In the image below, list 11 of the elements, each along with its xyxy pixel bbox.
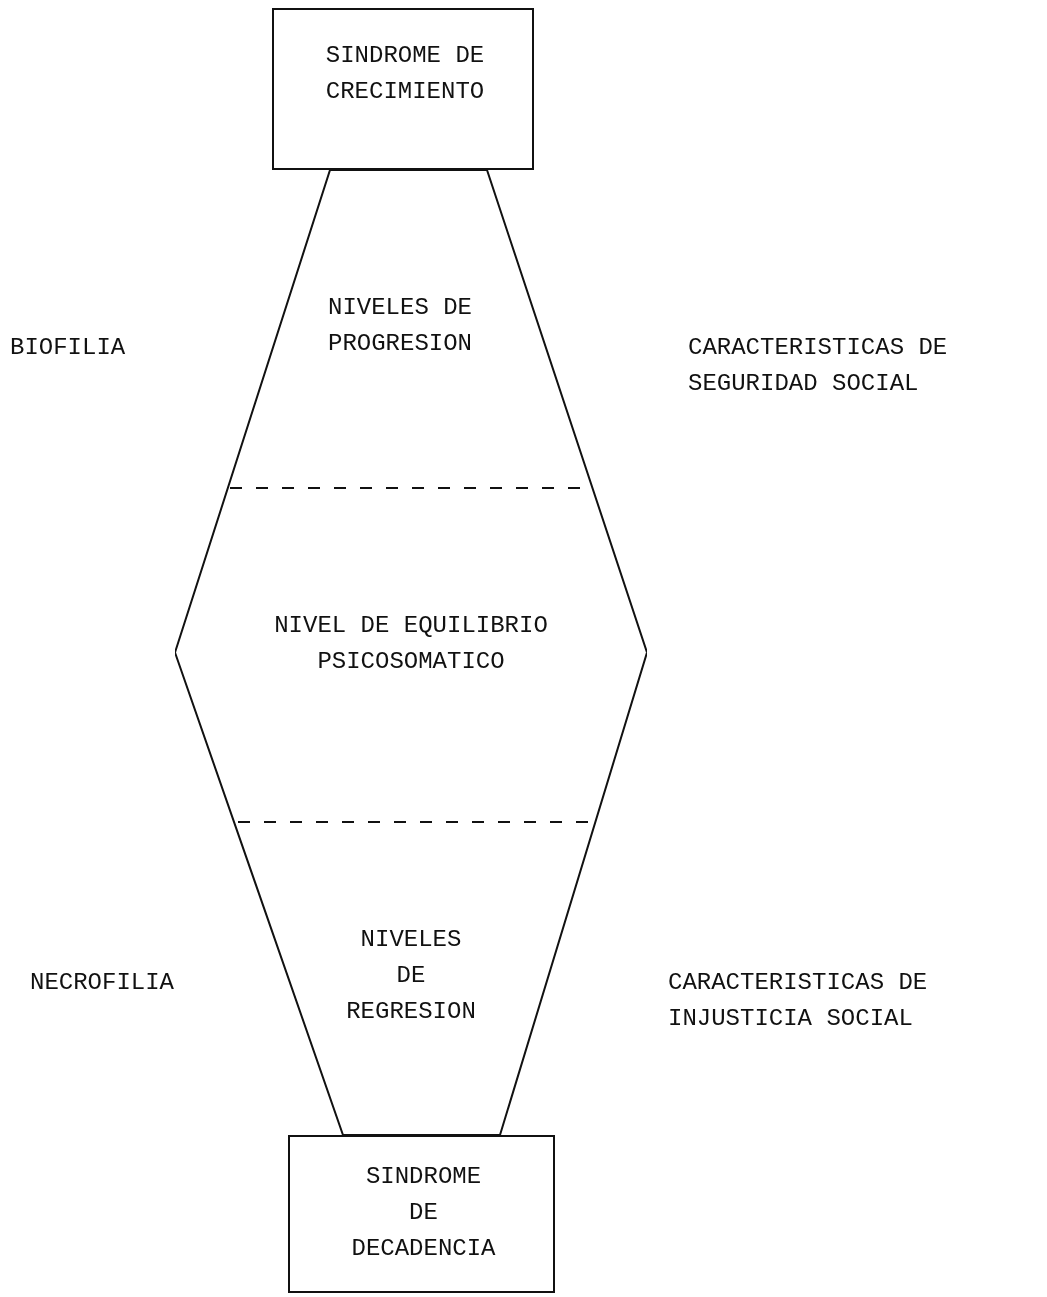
- level-label: NIVELES DE REGRESION: [346, 925, 476, 1027]
- side-label: NECROFILIA: [30, 968, 175, 998]
- syndrome-box: [288, 1135, 555, 1293]
- side-label: BIOFILIA: [10, 333, 126, 363]
- side-label: CARACTERISTICAS DE INJUSTICIA SOCIAL: [668, 968, 928, 1034]
- level-label: NIVEL DE EQUILIBRIO PSICOSOMATICO: [274, 611, 548, 677]
- syndrome-box: [272, 8, 534, 170]
- level-label: NIVELES DE PROGRESION: [328, 293, 472, 359]
- box-title: SINDROME DE DECADENCIA: [351, 1162, 496, 1264]
- side-label: CARACTERISTICAS DE SEGURIDAD SOCIAL: [688, 333, 948, 399]
- box-title: SINDROME DE CRECIMIENTO: [325, 41, 485, 107]
